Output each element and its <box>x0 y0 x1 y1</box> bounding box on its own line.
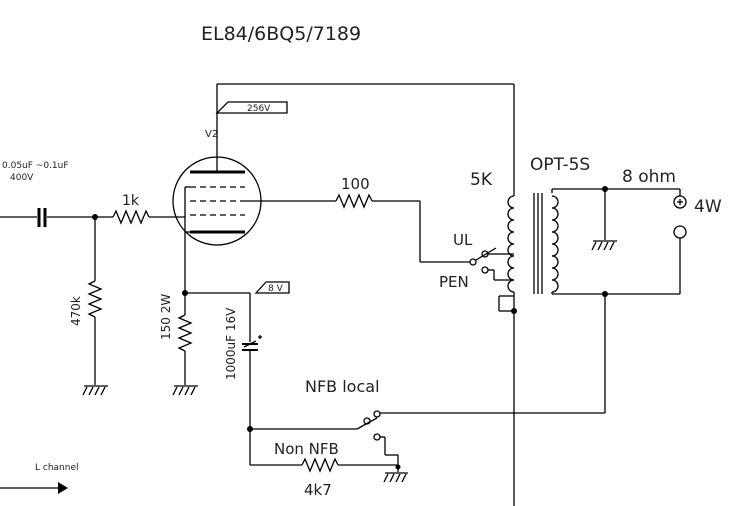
output-transformer: 5K OPT-5S <box>470 155 590 506</box>
plate-circuit: 256V <box>215 83 515 196</box>
grid-leak-label: 470k <box>69 296 83 326</box>
screen-resistor-label: 100 <box>341 175 370 193</box>
cathode-resistor <box>177 314 193 352</box>
non-nfb-label: Non NFB <box>274 440 339 458</box>
ground-symbol <box>591 240 617 251</box>
cathode-cap-label: 1000uF 16V <box>224 307 238 380</box>
cathode-resistor-label: 150 2W <box>159 294 173 340</box>
ul-pen-switch: UL PEN <box>439 231 506 291</box>
power-label: 4W <box>694 197 722 217</box>
ground-symbol <box>172 385 198 396</box>
ul-label: UL <box>453 231 473 249</box>
nfb-local-label: NFB local <box>305 377 380 396</box>
coupling-cap-voltage-label: 400V <box>10 173 34 183</box>
cathode-bypass-capacitor <box>242 335 262 351</box>
speaker-terminal-cold <box>673 225 687 239</box>
secondary-return-junction <box>602 291 608 297</box>
nfb-ground-junction <box>395 464 401 470</box>
transformer-label: OPT-5S <box>530 155 590 175</box>
grid-stopper-resistor <box>112 209 150 225</box>
cathode-circuit: 150 2W 8 V 1000uF 16V <box>159 232 290 465</box>
ground-symbol <box>383 472 408 483</box>
nfb-resistor-label: 4k7 <box>304 481 332 499</box>
channel-indicator: L channel <box>0 463 79 494</box>
impedance-label: 5K <box>470 170 493 190</box>
channel-label: L channel <box>35 463 79 473</box>
coupling-capacitor <box>37 208 47 227</box>
speaker-output: 8 ohm 4W <box>551 167 722 297</box>
svg-text:8 V: 8 V <box>268 284 284 294</box>
nfb-resistor <box>301 457 339 473</box>
coupling-cap-label: 0.05uF ~0.1uF <box>2 161 69 171</box>
schematic-title: EL84/6BQ5/7189 <box>201 23 361 45</box>
speaker-terminal-hot <box>673 195 687 209</box>
grid-stopper-label: 1k <box>122 193 140 209</box>
pentode-tube: V2 <box>172 129 262 246</box>
svg-text:256V: 256V <box>247 104 271 114</box>
screen-resistor <box>335 193 373 209</box>
cathode-voltage-tag: 8 V <box>254 281 290 294</box>
grid-leak-resistor <box>87 280 103 318</box>
screen-circuit: 100 <box>262 175 470 263</box>
plate-voltage-tag: 256V <box>215 101 288 114</box>
pen-label: PEN <box>439 273 469 291</box>
tube-label: V2 <box>205 129 218 140</box>
input-section: 0.05uF ~0.1uF 400V 1k 470k <box>0 161 185 396</box>
speaker-impedance-label: 8 ohm <box>622 167 676 187</box>
nfb-network: NFB local Non NFB 4k7 <box>247 294 606 499</box>
ground-symbol <box>82 385 108 396</box>
